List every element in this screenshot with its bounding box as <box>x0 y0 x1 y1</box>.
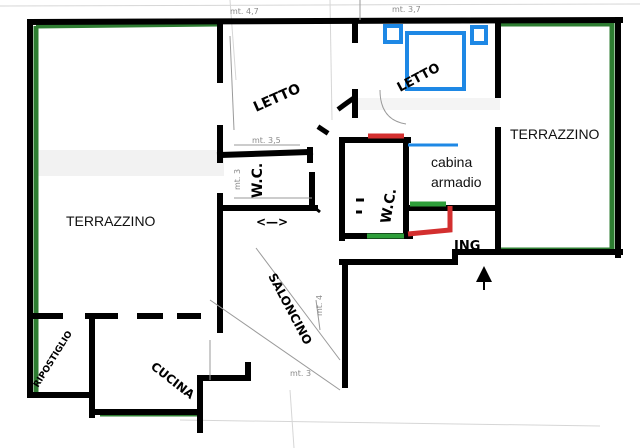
measure-letto-width: mt. 3,5 <box>252 136 281 145</box>
measure-mid-vertical: mt. 4 <box>315 295 324 316</box>
erased-patch-left <box>34 150 224 176</box>
pencil-lines <box>209 0 361 391</box>
measure-wc: mt. 3 <box>233 169 242 190</box>
entrance-arrow-icon <box>476 266 492 290</box>
label-cabina-1: cabina <box>431 154 472 170</box>
bed-outline <box>405 31 466 91</box>
label-wc-left: W.C. <box>250 163 266 198</box>
wall-details <box>314 89 407 214</box>
measure-bottom: mt. 3 <box>290 369 311 378</box>
measure-top-left: mt. 4,7 <box>230 7 259 16</box>
measure-top-right: mt. 3,7 <box>392 5 421 14</box>
wall-top <box>26 16 624 26</box>
bed-pillow-left <box>383 24 403 44</box>
erased-patch-top <box>355 98 500 110</box>
label-terrazzino-right: TERRAZZINO <box>510 126 600 142</box>
cabina-door-red <box>407 206 453 237</box>
label-arrow-mark: <—> <box>256 215 288 229</box>
label-cabina-2: armadio <box>431 174 482 190</box>
label-wc-right: W.C. <box>378 187 400 224</box>
annotations <box>367 24 488 239</box>
label-terrazzino-left: TERRAZZINO <box>66 213 156 229</box>
bed-pillow-right <box>470 25 488 45</box>
walls <box>26 16 624 433</box>
label-ingresso: ING <box>454 239 480 254</box>
